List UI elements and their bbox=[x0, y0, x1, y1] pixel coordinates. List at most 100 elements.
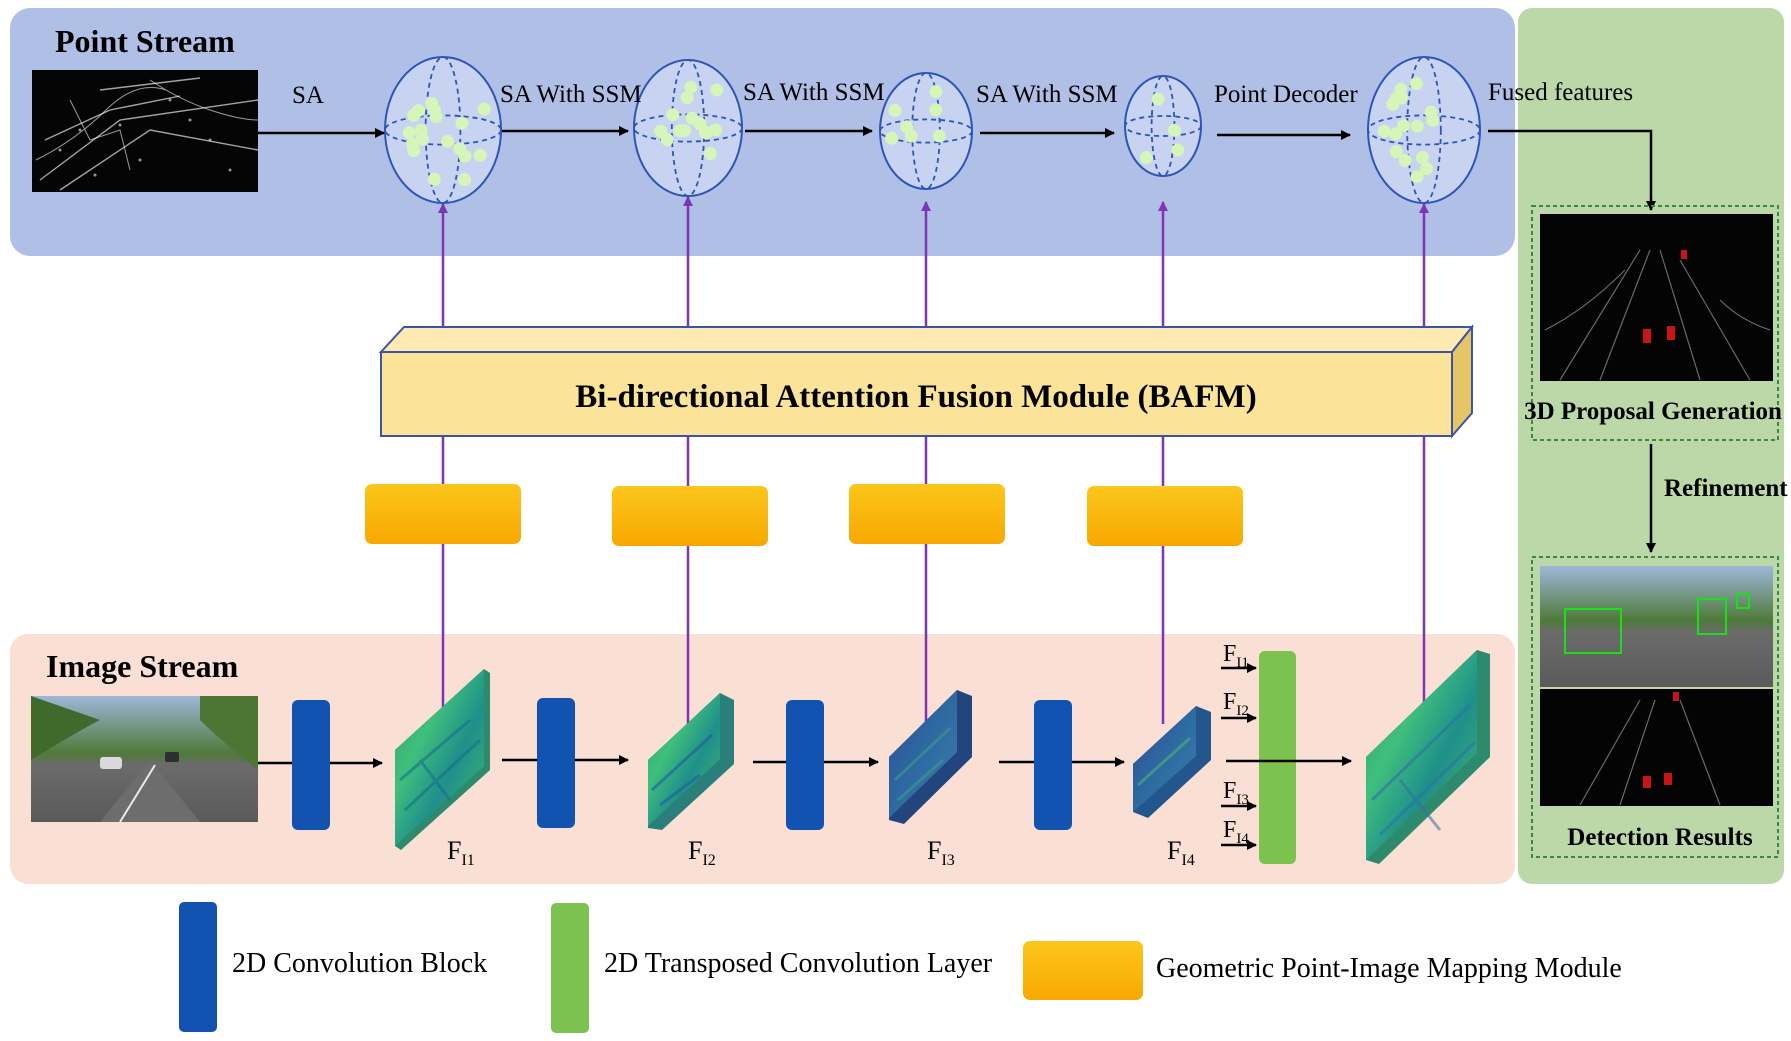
point-dot bbox=[415, 132, 429, 146]
point-dot bbox=[1420, 162, 1433, 176]
conv-block-3 bbox=[786, 700, 824, 830]
point-set-sphere-5 bbox=[1367, 56, 1481, 204]
point-dot bbox=[700, 126, 713, 140]
point-dot bbox=[885, 131, 899, 145]
feature-label-1: FI1 bbox=[447, 836, 475, 869]
fused-input-label-3: FI3 bbox=[1223, 778, 1249, 808]
bafm-label: Bi-directional Attention Fusion Module (… bbox=[575, 379, 1256, 415]
fusion-connectors bbox=[438, 196, 1429, 724]
point-dot bbox=[1416, 151, 1429, 164]
point-dot bbox=[888, 104, 902, 117]
point-dot bbox=[458, 149, 472, 163]
conv-block-2 bbox=[537, 698, 575, 828]
feature-label-3: FI3 bbox=[927, 836, 955, 869]
legend: 2D Convolution Block 2D Transposed Convo… bbox=[179, 902, 1622, 1033]
point-dot bbox=[1389, 91, 1403, 105]
point-dot bbox=[455, 116, 469, 130]
point-dot bbox=[1167, 123, 1181, 137]
point-dot bbox=[427, 172, 441, 186]
detection-camera-image bbox=[1540, 566, 1773, 687]
point-dot bbox=[710, 83, 724, 97]
point-dot bbox=[1398, 154, 1412, 167]
fused-feature-map bbox=[1366, 650, 1490, 864]
point-dot bbox=[477, 102, 491, 116]
point-dot bbox=[932, 129, 946, 143]
feature-map-3 bbox=[889, 690, 972, 824]
point-set-sphere-1 bbox=[384, 56, 502, 204]
legend-conv-block-label: 2D Convolution Block bbox=[232, 948, 487, 979]
legend-mapping-module-swatch bbox=[1023, 941, 1143, 1000]
point-dot bbox=[473, 148, 487, 162]
point-dot bbox=[904, 129, 918, 143]
image-stream-title: Image Stream bbox=[46, 648, 239, 684]
point-dot bbox=[929, 85, 943, 99]
point-dot bbox=[684, 80, 698, 94]
bafm-front-face bbox=[380, 351, 1453, 437]
point-dot bbox=[407, 144, 421, 157]
label-fused-features: Fused features bbox=[1488, 79, 1633, 106]
point-dot bbox=[929, 103, 943, 117]
point-dot bbox=[407, 108, 421, 122]
transposed-conv-layer bbox=[1259, 651, 1296, 864]
point-dot bbox=[678, 124, 692, 138]
point-dot bbox=[1389, 127, 1403, 141]
legend-transposed-conv-label: 2D Transposed Convolution Layer bbox=[604, 948, 993, 979]
detection-results-box: Detection Results bbox=[1531, 556, 1779, 858]
point-dot bbox=[402, 126, 416, 140]
fused-input-label-2: FI2 bbox=[1223, 689, 1249, 719]
feature-label-4: FI4 bbox=[1167, 836, 1195, 869]
detection-lidar-image bbox=[1540, 689, 1773, 806]
point-dot bbox=[441, 134, 454, 148]
feature-map-2 bbox=[648, 693, 734, 830]
point-dot bbox=[425, 96, 439, 110]
point-dot bbox=[685, 111, 699, 125]
point-dot bbox=[458, 173, 471, 187]
point-set-sphere-3 bbox=[879, 72, 973, 190]
point-dot bbox=[1397, 119, 1411, 133]
mapping-module-1 bbox=[365, 484, 521, 544]
feature-labels: FI1 FI2 FI3 FI4 bbox=[447, 836, 1195, 869]
point-dot bbox=[1139, 151, 1153, 165]
point-dot bbox=[1389, 145, 1403, 159]
feature-map-1 bbox=[395, 669, 490, 850]
legend-transposed-conv-swatch bbox=[551, 903, 589, 1033]
camera-image bbox=[31, 696, 258, 823]
image-stream-pipeline bbox=[258, 650, 1490, 864]
bafm-module: Bi-directional Attention Fusion Module (… bbox=[378, 324, 1475, 439]
mapping-module-4 bbox=[1087, 486, 1243, 546]
point-dot bbox=[1409, 77, 1423, 91]
legend-mapping-module-label: Geometric Point-Image Mapping Module bbox=[1156, 953, 1622, 984]
detection-label: Detection Results bbox=[1567, 824, 1753, 851]
label-sa-ssm-1: SA With SSM bbox=[500, 81, 642, 108]
point-set-sphere-4 bbox=[1124, 75, 1202, 177]
proposal-label: 3D Proposal Generation bbox=[1524, 398, 1782, 425]
bafm-top-face bbox=[378, 326, 1475, 353]
mapping-module-2 bbox=[612, 486, 768, 546]
feature-label-2: FI2 bbox=[688, 836, 716, 869]
point-dot bbox=[1151, 92, 1165, 106]
point-dot bbox=[680, 91, 694, 105]
point-dot bbox=[703, 147, 717, 160]
legend-conv-block-swatch bbox=[179, 902, 217, 1032]
point-dot bbox=[1410, 119, 1424, 133]
mapping-module-3 bbox=[849, 484, 1005, 544]
point-dot bbox=[1171, 143, 1185, 157]
point-set-sphere-2 bbox=[633, 59, 743, 197]
conv-block-1 bbox=[292, 700, 330, 830]
label-point-decoder: Point Decoder bbox=[1214, 81, 1358, 108]
label-sa-ssm-2: SA With SSM bbox=[743, 79, 885, 106]
mapping-modules bbox=[365, 484, 1243, 546]
point-dot bbox=[1410, 170, 1424, 184]
point-set-spheres bbox=[384, 56, 1481, 204]
refinement-label: Refinement bbox=[1664, 475, 1788, 502]
label-sa: SA bbox=[292, 82, 324, 109]
point-stream-arrows bbox=[258, 126, 1656, 211]
feature-map-4 bbox=[1133, 706, 1211, 818]
point-dot bbox=[1424, 105, 1438, 119]
point-dot bbox=[1377, 124, 1391, 138]
arrow-fused-features bbox=[1488, 129, 1656, 211]
image-stream-panel bbox=[10, 634, 1515, 884]
fused-input-label-4: FI4 bbox=[1223, 817, 1249, 847]
